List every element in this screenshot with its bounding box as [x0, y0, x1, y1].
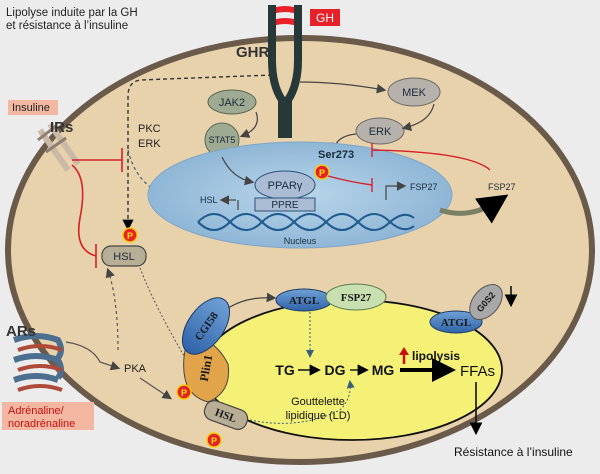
nucleus-label: Nucleus — [284, 236, 317, 246]
ppar-inhibit-fsp27 — [327, 175, 373, 192]
gh-label: GH — [316, 11, 334, 25]
ser273-inhibit-fsp27 — [371, 143, 491, 171]
tg-label: TG — [275, 362, 295, 378]
irs-inhibit-hsl — [71, 164, 97, 268]
insuline-label: Insuline — [12, 102, 50, 114]
ppre-label: PPRE — [271, 200, 299, 211]
insulin-resistance-label: Résistance à l’insuline — [454, 445, 573, 459]
phospho-ser273 — [314, 164, 330, 180]
jak2-oval — [207, 89, 257, 115]
ghr-label: GHR — [236, 44, 270, 61]
cgi58-oval — [181, 297, 231, 355]
fsp27-ld-label: FSP27 — [341, 292, 372, 304]
ppar-label: PPARγ — [268, 180, 303, 192]
gh-hormone — [268, 6, 302, 28]
adrenaline-line1: Adrénaline/ — [8, 405, 65, 417]
phospho-hsl-label: P — [127, 231, 133, 241]
ars-label: ARs — [6, 323, 36, 340]
atgl-right-label: ATGL — [441, 317, 471, 329]
mg-label: MG — [372, 362, 395, 378]
jak2-to-stat5 — [239, 111, 258, 138]
pka-to-plin1 — [139, 377, 172, 400]
ghr-to-mek — [299, 81, 387, 94]
ars-receptor — [12, 333, 64, 392]
title-line1: Lipolyse induite par la GH — [6, 7, 138, 19]
hsl-translocation-dotted — [139, 267, 211, 399]
adrenaline-line2: noradrénaline — [8, 418, 75, 430]
ld-label-line2: lipidique (LD) — [286, 410, 351, 422]
phospho-plin1 — [176, 384, 192, 400]
nucleus-fsp27-label: FSP27 — [410, 182, 438, 192]
dna-strand-1 — [197, 213, 415, 231]
pka-to-hsl — [105, 267, 119, 351]
ffas-label: FFAs — [460, 363, 495, 380]
ser273-label: Ser273 — [318, 149, 354, 161]
hsl-label: HSL — [113, 251, 134, 263]
atgl-label: ATGL — [289, 295, 319, 307]
mek-label: MEK — [402, 87, 427, 99]
title-line2: et résistance à l’insuline — [6, 20, 128, 32]
phospho-ser273-label: P — [319, 168, 325, 178]
mek-to-erk — [401, 103, 435, 132]
g0s2-oval — [469, 284, 503, 320]
ars-to-pka — [65, 341, 121, 371]
gh-label-box — [310, 9, 340, 26]
atgl-right-oval — [429, 310, 483, 334]
ghr-to-hsl-dashed — [122, 74, 273, 231]
jak2-label: JAK2 — [219, 97, 245, 109]
fsp27-export-arrow — [439, 194, 509, 224]
pka-label: PKA — [124, 363, 147, 375]
irs-receptor — [37, 122, 81, 172]
stat5-to-ppar — [221, 156, 255, 186]
irs-inhibit-pkc — [72, 148, 123, 172]
ppre-box — [254, 197, 316, 212]
phospho-ld-hsl — [206, 432, 222, 448]
insuline-box — [8, 100, 58, 115]
stat5-label: STAT5 — [209, 135, 236, 145]
erk-left-label: ERK — [138, 138, 161, 150]
phospho-ld-hsl-label: P — [211, 436, 217, 446]
erk-label: ERK — [369, 126, 392, 138]
cgi58-to-atgl — [227, 292, 277, 309]
hsl-box — [101, 245, 147, 267]
phospho-hsl — [122, 227, 138, 243]
nucleus-hsl-label: HSL — [200, 195, 218, 205]
dna-strand-2 — [197, 213, 415, 231]
adrenaline-box — [2, 402, 94, 430]
hsl-to-dg-dotted — [249, 380, 355, 424]
phospho-plin1-label: P — [181, 388, 187, 398]
ld-label-line1: Gouttelette — [291, 396, 345, 408]
plin1-label: Plin1 — [197, 354, 215, 383]
dg-label: DG — [325, 362, 346, 378]
ld-hsl-box — [203, 400, 249, 430]
lipolysis-label: lipolysis — [412, 349, 460, 363]
pkc-label: PKC — [138, 123, 161, 135]
fsp27-gene-arrow — [385, 181, 407, 200]
lipolysis-up-arrowhead — [399, 347, 409, 355]
ghr-receptor — [268, 5, 302, 138]
outer-fsp27-label: FSP27 — [488, 182, 516, 192]
mek-oval — [387, 77, 441, 107]
irs-label: IRs — [50, 119, 73, 136]
fsp27-ld-oval — [325, 283, 387, 311]
